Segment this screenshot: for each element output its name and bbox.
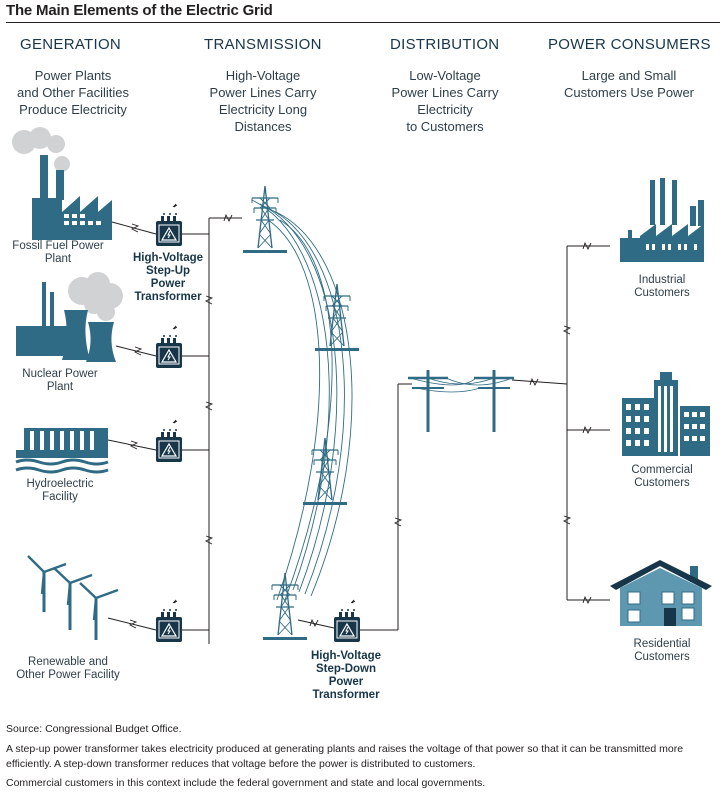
- label-residential-customers: Residential Customers: [633, 638, 691, 663]
- label-renewable-facility: Renewable and Other Power Facility: [16, 656, 120, 681]
- source-note: Source: Congressional Budget Office.: [6, 723, 182, 735]
- label-commercial-customers: Commercial Customers: [631, 464, 693, 489]
- industrial-icon: [620, 178, 704, 262]
- sub-power-consumers: Large and Small Customers Use Power: [563, 68, 695, 100]
- step-down-transformer-icon: [333, 599, 361, 643]
- transformer-note: A step-up power transformer takes electr…: [6, 743, 684, 770]
- label-nuclear-plant: Nuclear Power Plant: [22, 368, 98, 393]
- transmission-tower-icon: [314, 283, 360, 352]
- transmission-tower-icon: [302, 437, 348, 506]
- transmission-lines: [251, 199, 353, 601]
- transformer-icon: [155, 325, 183, 369]
- nuclear-plant-icon: [16, 272, 123, 362]
- label-industrial-customers: Industrial Customers: [634, 274, 690, 299]
- transmission-tower-icon: [262, 572, 308, 641]
- transmission-tower-icon: [242, 185, 288, 254]
- office-buildings-icon: [622, 372, 710, 456]
- distribution-lines: [409, 377, 513, 393]
- transformer-icon: [155, 419, 183, 463]
- heading-generation: GENERATION: [20, 36, 122, 53]
- house-icon: [610, 560, 712, 626]
- sub-generation: Power Plants and Other Facilities Produc…: [17, 68, 129, 117]
- heading-distribution: DISTRIBUTION: [390, 36, 500, 53]
- transformer-icon: [155, 599, 183, 643]
- figure-title: The Main Elements of the Electric Grid: [6, 2, 273, 19]
- label-hydroelectric-facility: Hydroelectric Facility: [26, 478, 94, 503]
- commercial-note: Commercial customers in this context inc…: [6, 777, 486, 789]
- heading-transmission: TRANSMISSION: [204, 36, 322, 53]
- step-up-transformer-icon: [155, 203, 183, 247]
- sub-transmission: High-Voltage Power Lines Carry Electrici…: [209, 68, 317, 134]
- label-step-down-transformer: High-Voltage Step-Down Power Transformer: [310, 650, 382, 701]
- sub-distribution: Low-Voltage Power Lines Carry Electricit…: [391, 68, 499, 134]
- title-rule: [6, 22, 720, 23]
- label-fossil-fuel-plant: Fossil Fuel Power Plant: [12, 240, 104, 265]
- dam-icon: [15, 428, 109, 474]
- heading-power-consumers: POWER CONSUMERS: [548, 36, 711, 53]
- label-step-up-transformer: High-Voltage Step-Up Power Transformer: [132, 252, 204, 303]
- factory-icon: [12, 127, 112, 240]
- wind-turbine-icon: [27, 555, 119, 640]
